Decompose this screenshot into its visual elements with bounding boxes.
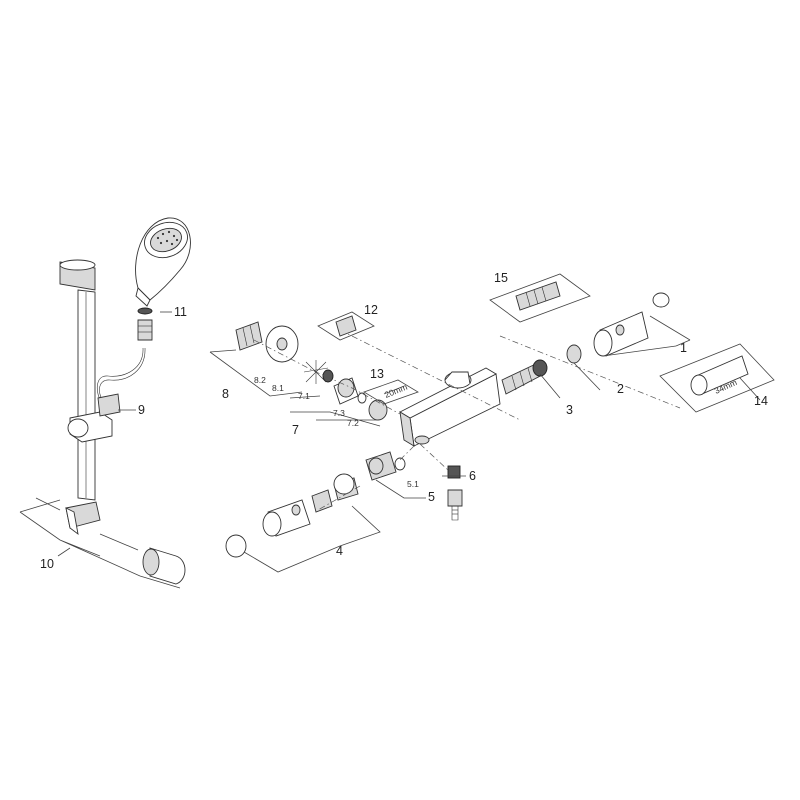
coupling-3: [501, 359, 548, 395]
spanner-13: [363, 379, 419, 405]
label-15: 15: [494, 271, 508, 285]
shower-rail-assembly: [19, 217, 191, 589]
label-8-1: 8.1: [272, 383, 284, 393]
label-8-2: 8.2: [254, 375, 266, 385]
label-6: 6: [469, 469, 476, 483]
inlet-parts-8: [209, 321, 303, 397]
thermostat-body: [399, 367, 501, 447]
leader-lines: [57, 311, 691, 557]
label-14: 14: [754, 394, 768, 408]
ring-2: [566, 344, 582, 364]
handle-4: [225, 473, 381, 573]
nozzle-6: [447, 465, 463, 521]
label-13: 13: [370, 367, 384, 381]
label-3: 3: [566, 403, 573, 417]
label-5: 5: [428, 490, 435, 504]
label-7-2: 7.2: [347, 418, 359, 428]
label-7-1: 7.1: [298, 391, 310, 401]
label-5-1: 5.1: [407, 479, 419, 489]
label-10: 10: [40, 557, 54, 571]
inlet-parts-5: [365, 451, 426, 499]
cartridge-15: [489, 273, 591, 323]
wall-bracket-set: [35, 497, 186, 585]
cartridge-14: [659, 343, 775, 413]
label-1: 1: [680, 341, 687, 355]
label-11: 11: [174, 305, 187, 319]
label-4: 4: [336, 544, 343, 558]
label-7-3: 7.3: [333, 408, 345, 418]
label-7: 7: [292, 423, 299, 437]
label-2: 2: [617, 382, 624, 396]
slider-holder: [67, 393, 121, 443]
label-12: 12: [364, 303, 378, 317]
label-8: 8: [222, 387, 229, 401]
dimension-20mm: 20mm: [383, 382, 409, 400]
hand-shower: [135, 217, 191, 307]
adapter-12: [317, 311, 375, 341]
handle-1: [593, 292, 670, 357]
label-9: 9: [138, 403, 145, 417]
